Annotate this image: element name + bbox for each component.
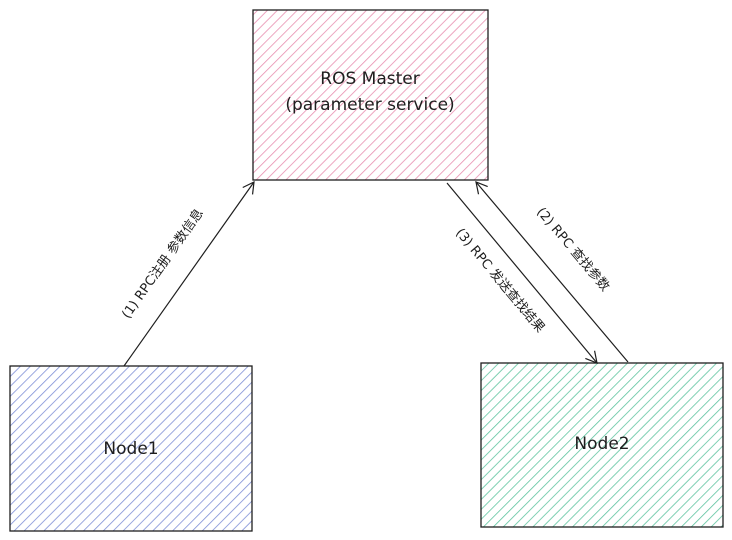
node1: Node1 — [9, 365, 253, 532]
ros-master-node: ROS Master (parameter service) — [252, 9, 489, 181]
edge-1-register: (1) RPC注册 参数信息 — [119, 180, 255, 367]
edge-3-result: (3) RPC 发送查找结果 — [446, 182, 598, 364]
edge-3-arrow — [446, 182, 598, 364]
edge-1-label: (1) RPC注册 参数信息 — [119, 206, 207, 322]
edge-3-label: (3) RPC 发送查找结果 — [452, 225, 548, 336]
edge-2-label: (2) RPC 查找参数 — [533, 204, 613, 294]
ros-master-box — [252, 9, 489, 181]
node2-label: Node2 — [574, 434, 629, 454]
ros-master-title: ROS Master — [320, 69, 419, 89]
edge-1-arrow — [123, 180, 255, 367]
node2: Node2 — [480, 362, 724, 528]
ros-master-subtitle: (parameter service) — [285, 95, 454, 115]
node1-label: Node1 — [103, 439, 158, 459]
node1-box — [9, 365, 253, 532]
node2-box — [480, 362, 724, 528]
edge-2-arrow — [475, 181, 629, 363]
